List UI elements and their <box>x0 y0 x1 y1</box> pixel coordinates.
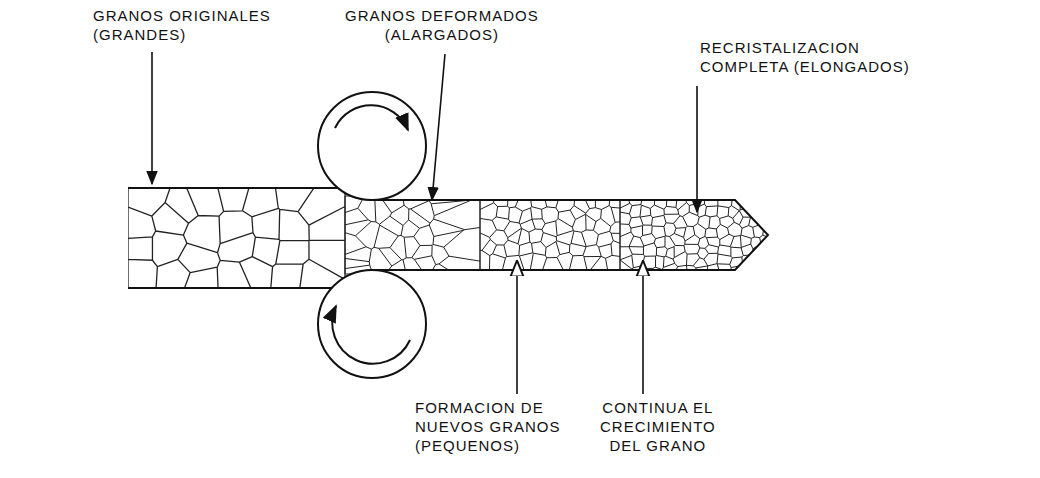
annotation-label: RECRISTALIZACIONCOMPLETA (ELONGADOS) <box>700 38 910 76</box>
label-line: (GRANDES) <box>93 25 271 44</box>
rotation-arrow <box>332 306 410 364</box>
upper-roller <box>318 92 426 200</box>
leader-arrow <box>151 52 153 184</box>
leader-arrow <box>642 262 644 394</box>
label-line: DEL GRANO <box>600 436 716 455</box>
rotation-arrow <box>335 105 408 130</box>
label-line: RECRISTALIZACION <box>700 38 910 57</box>
metal-strip <box>128 188 768 288</box>
label-line: GRANOS ORIGINALES <box>93 6 271 25</box>
label-line: GRANOS DEFORMADOS <box>345 6 539 25</box>
label-line: NUEVOS GRANOS <box>415 417 561 436</box>
annotation-label: FORMACION DENUEVOS GRANOS(PEQUENOS) <box>415 398 561 455</box>
leader-arrow <box>432 54 445 200</box>
label-line: COMPLETA (ELONGADOS) <box>700 57 910 76</box>
annotation-label: GRANOS ORIGINALES(GRANDES) <box>93 6 271 44</box>
label-line: CONTINUA EL <box>600 398 716 417</box>
lower-roller <box>318 270 426 378</box>
annotation-label: GRANOS DEFORMADOS(ALARGADOS) <box>345 6 539 44</box>
grain-boundaries <box>345 196 480 274</box>
label-line: CRECIMIENTO <box>600 417 716 436</box>
label-line: FORMACION DE <box>415 398 561 417</box>
leader-arrow <box>516 262 518 394</box>
annotation-label: CONTINUA ELCRECIMIENTODEL GRANO <box>600 398 716 455</box>
grain-structure <box>128 185 770 292</box>
leader-arrow <box>696 86 698 212</box>
label-line: (ALARGADOS) <box>345 25 539 44</box>
label-line: (PEQUENOS) <box>415 436 561 455</box>
grain-boundaries <box>480 196 620 274</box>
grain-boundaries <box>128 185 345 292</box>
